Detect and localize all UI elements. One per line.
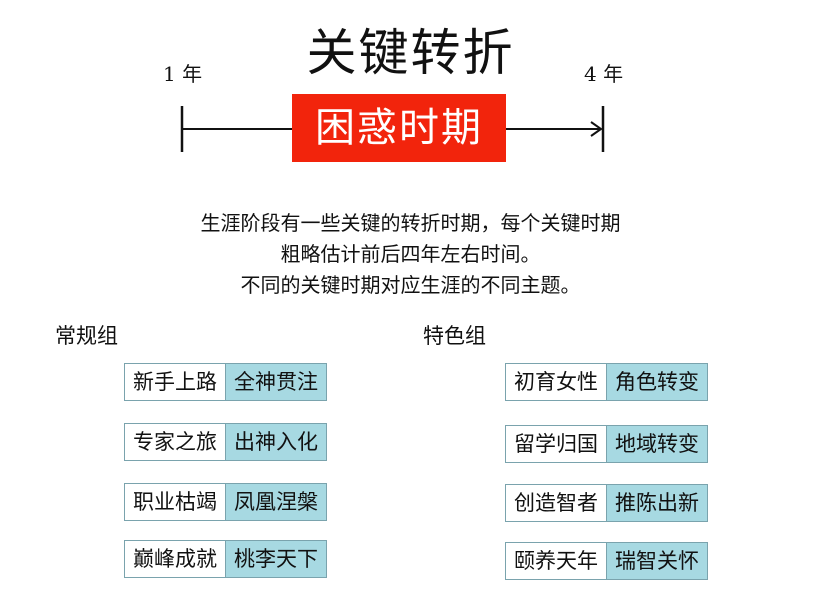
theme-label: 出神入化 <box>226 424 326 460</box>
regular-pair: 职业枯竭 凤凰涅槃 <box>124 483 327 521</box>
stage-label: 职业枯竭 <box>125 484 226 520</box>
group-label-regular: 常规组 <box>55 324 118 348</box>
stage-label: 留学归国 <box>506 426 607 462</box>
special-pair: 初育女性 角色转变 <box>505 363 708 401</box>
regular-pair: 专家之旅 出神入化 <box>124 423 327 461</box>
regular-pair: 巅峰成就 桃李天下 <box>124 540 327 578</box>
description-line: 粗略估计前后四年左右时间。 <box>280 242 541 266</box>
regular-pair: 新手上路 全神贯注 <box>124 363 327 401</box>
stage-label: 创造智者 <box>506 485 607 521</box>
stage-label: 巅峰成就 <box>125 541 226 577</box>
stage-label: 初育女性 <box>506 364 607 400</box>
theme-label: 地域转变 <box>607 426 707 462</box>
theme-label: 角色转变 <box>607 364 707 400</box>
theme-label: 瑞智关怀 <box>607 543 707 579</box>
description-line: 生涯阶段有一些关键的转折时期，每个关键时期 <box>200 211 621 235</box>
stage-label: 新手上路 <box>125 364 226 400</box>
arrow-head-icon <box>590 121 603 137</box>
stage-label: 专家之旅 <box>125 424 226 460</box>
theme-label: 推陈出新 <box>607 485 707 521</box>
page-title: 关键转折 <box>306 24 515 82</box>
theme-label: 桃李天下 <box>226 541 326 577</box>
special-pair: 颐养天年 瑞智关怀 <box>505 542 708 580</box>
theme-label: 全神贯注 <box>226 364 326 400</box>
special-pair: 留学归国 地域转变 <box>505 425 708 463</box>
stage-label: 颐养天年 <box>506 543 607 579</box>
description: 生涯阶段有一些关键的转折时期，每个关键时期 粗略估计前后四年左右时间。 不同的关… <box>0 208 821 301</box>
theme-label: 凤凰涅槃 <box>226 484 326 520</box>
group-label-special: 特色组 <box>423 324 486 348</box>
special-pair: 创造智者 推陈出新 <box>505 484 708 522</box>
timeline-start-label: 1 年 <box>163 62 203 86</box>
highlight-period: 困惑时期 <box>292 94 506 162</box>
timeline-end-label: 4 年 <box>584 62 624 86</box>
description-line: 不同的关键时期对应生涯的不同主题。 <box>240 273 581 297</box>
